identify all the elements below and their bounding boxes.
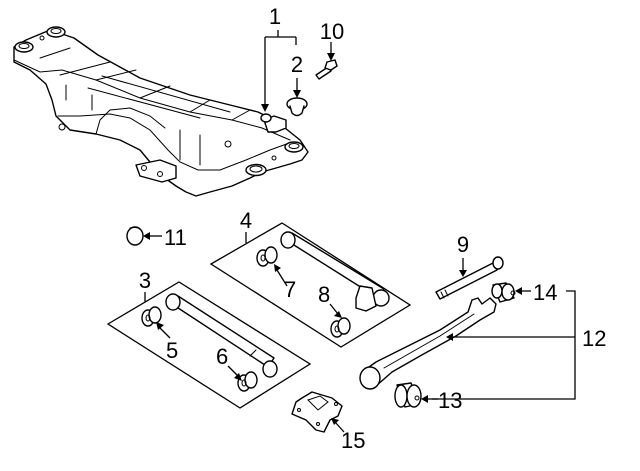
callout-12-label: 12 — [582, 326, 606, 351]
callout-11-label: 11 — [164, 225, 187, 250]
callout-7: 7 — [274, 264, 296, 302]
trailing-arm-12-drawing[interactable] — [359, 297, 497, 390]
callout-10: 10 — [320, 19, 344, 61]
callout-10-label: 10 — [320, 19, 344, 44]
callout-7-label: 7 — [284, 277, 296, 302]
callout-5: 5 — [156, 322, 178, 363]
callout-9: 9 — [457, 232, 469, 277]
callout-4-label: 4 — [240, 208, 252, 233]
callout-4: 4 — [240, 208, 252, 243]
cap-11-drawing[interactable] — [126, 226, 144, 246]
bolt-9-drawing[interactable] — [435, 256, 504, 300]
callout-12: 12 — [432, 290, 606, 400]
callout-8-label: 8 — [318, 282, 330, 307]
kit-4-drawing[interactable] — [256, 231, 390, 338]
callout-11: 11 — [143, 225, 187, 250]
callout-9-label: 9 — [457, 232, 469, 257]
bushing-2-drawing[interactable] — [286, 97, 308, 117]
callout-14-label: 14 — [533, 280, 557, 305]
callout-1: 1 — [261, 4, 297, 112]
bracket-15-drawing[interactable] — [291, 391, 343, 433]
callout-8: 8 — [318, 282, 342, 318]
callout-3-label: 3 — [139, 268, 151, 293]
callout-6-label: 6 — [216, 344, 228, 369]
callout-13: 13 — [421, 388, 462, 413]
bolt-10-drawing[interactable] — [315, 59, 338, 80]
callout-14: 14 — [515, 280, 557, 305]
callout-2: 2 — [291, 52, 303, 98]
callout-1-label: 1 — [269, 4, 281, 29]
callout-15-label: 15 — [341, 428, 365, 453]
crossmember-drawing[interactable] — [13, 26, 309, 197]
callout-2-label: 2 — [291, 52, 303, 77]
callout-3: 3 — [139, 268, 151, 302]
callout-5-label: 5 — [166, 338, 178, 363]
callout-13-label: 13 — [438, 388, 462, 413]
bushing-13-drawing[interactable] — [394, 382, 422, 408]
callout-15: 15 — [331, 418, 365, 453]
bushing-14-drawing[interactable] — [491, 282, 516, 303]
callout-6: 6 — [216, 344, 242, 381]
